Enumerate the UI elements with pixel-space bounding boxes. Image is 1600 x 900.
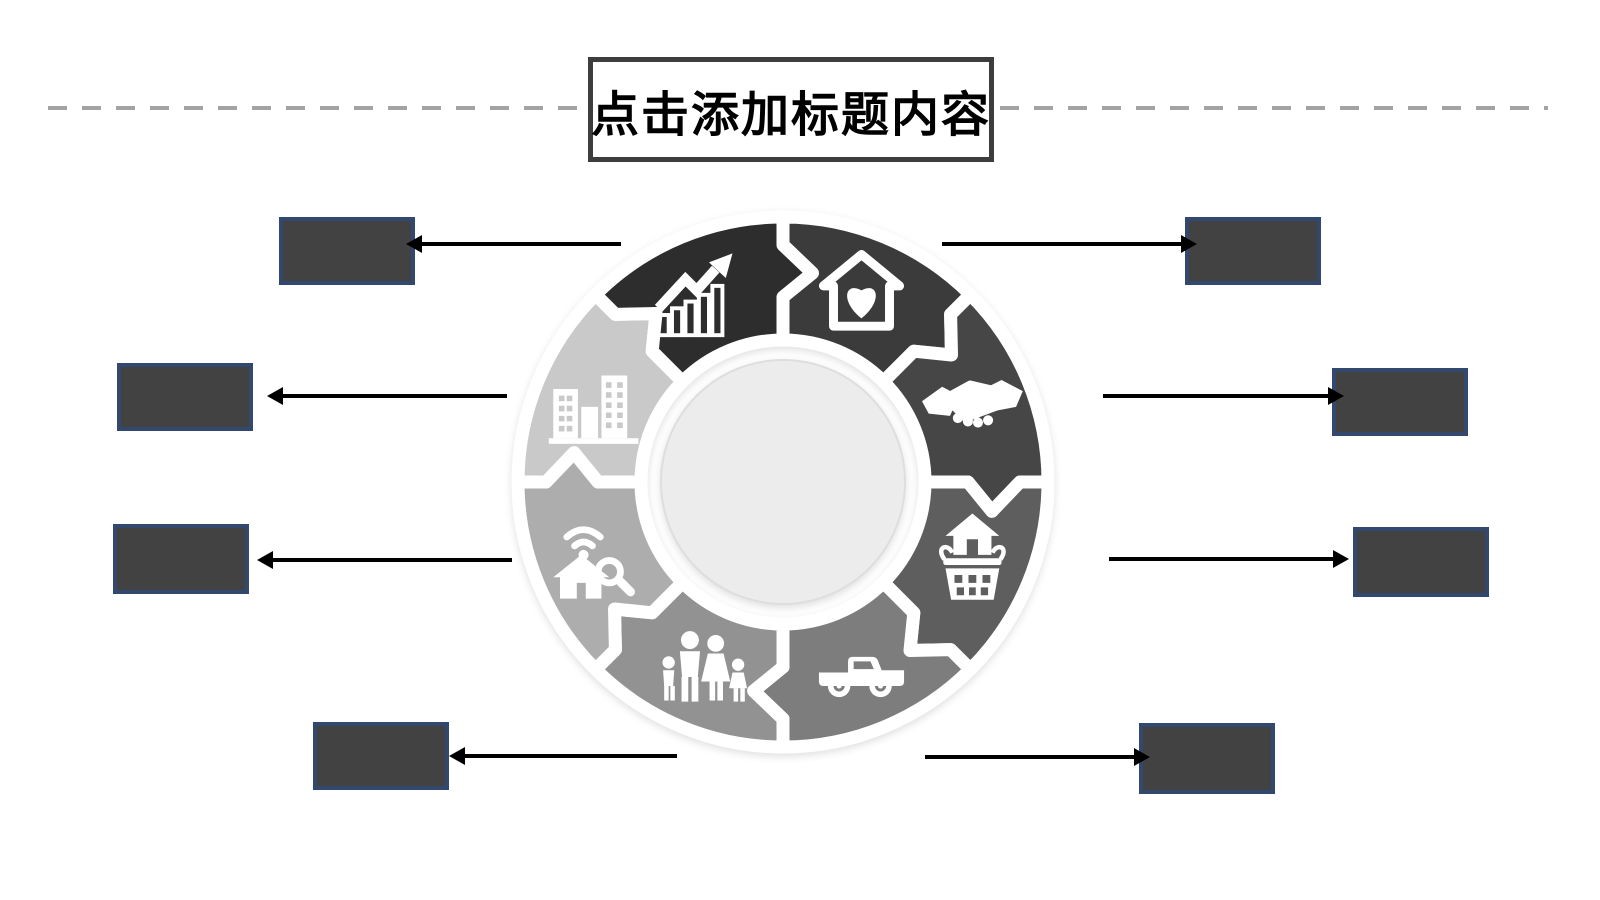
callout-box-right-upper[interactable] bbox=[1332, 368, 1468, 436]
wheel-center-disc[interactable] bbox=[660, 359, 906, 605]
connector-arrow-left-lower bbox=[257, 551, 512, 569]
callout-box-top-right[interactable] bbox=[1185, 217, 1321, 285]
connector-arrow-right-lower bbox=[1109, 550, 1349, 568]
connector-arrow-bottom-left bbox=[449, 747, 677, 765]
slide-title-text: 点击添加标题内容 bbox=[591, 88, 992, 142]
callout-box-left-upper[interactable] bbox=[117, 363, 253, 431]
wheel-segment-car[interactable] bbox=[747, 575, 977, 754]
connector-arrow-left-upper bbox=[267, 387, 507, 405]
wheel-segment-growth[interactable] bbox=[589, 210, 819, 389]
connector-arrow-right-upper bbox=[1103, 387, 1344, 405]
title-placeholder-box[interactable]: 点击添加标题内容 bbox=[588, 57, 994, 162]
callout-box-bottom-right[interactable] bbox=[1139, 723, 1275, 794]
callout-box-left-lower[interactable] bbox=[113, 524, 249, 594]
connector-arrow-top-right bbox=[942, 235, 1197, 253]
callout-box-top-left[interactable] bbox=[279, 217, 415, 285]
callout-box-right-lower[interactable] bbox=[1353, 527, 1489, 597]
connector-arrow-top-left bbox=[406, 235, 621, 253]
connector-arrow-bottom-right bbox=[925, 748, 1150, 766]
callout-box-bottom-left[interactable] bbox=[313, 722, 449, 790]
wheel-segment-home-love[interactable] bbox=[776, 210, 977, 389]
